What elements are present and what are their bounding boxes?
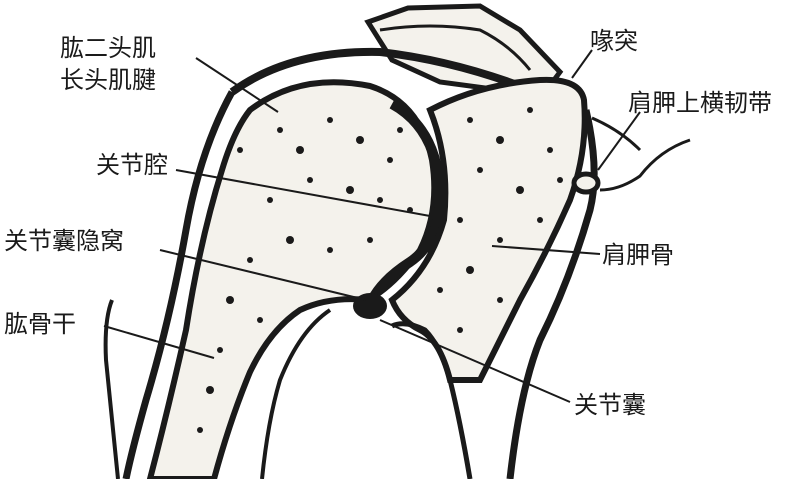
label-axillary-recess: 关节囊隐窝	[4, 227, 124, 255]
label-biceps-line2: 长头肌腱	[60, 66, 156, 94]
label-joint-cavity: 关节腔	[96, 151, 168, 179]
label-scapula: 肩胛骨	[602, 241, 674, 269]
bone-texture	[197, 107, 563, 433]
suprascapular-notch	[571, 171, 601, 195]
axillary-recess-shape	[353, 293, 387, 319]
outer-capsule	[229, 47, 522, 96]
leader-capsule	[379, 319, 571, 403]
leader-cavity	[175, 169, 431, 217]
leader-lines	[103, 49, 641, 403]
scapula-body	[388, 76, 588, 383]
label-transverse-ligament: 肩胛上横韧带	[628, 89, 772, 117]
leader-ligament	[597, 111, 641, 171]
label-joint-capsule: 关节囊	[574, 391, 646, 419]
leader-coracoid	[571, 49, 593, 79]
leader-biceps	[195, 57, 279, 113]
label-biceps-line1: 肱二头肌	[60, 34, 156, 62]
leader-recess	[159, 249, 367, 301]
label-coracoid: 喙突	[590, 27, 638, 55]
leader-shaft	[103, 325, 215, 359]
coracoid-process	[364, 3, 564, 93]
joint-cavity-curve	[367, 99, 446, 303]
leader-scapula	[491, 245, 601, 255]
label-humerus-shaft: 肱骨干	[4, 310, 76, 338]
